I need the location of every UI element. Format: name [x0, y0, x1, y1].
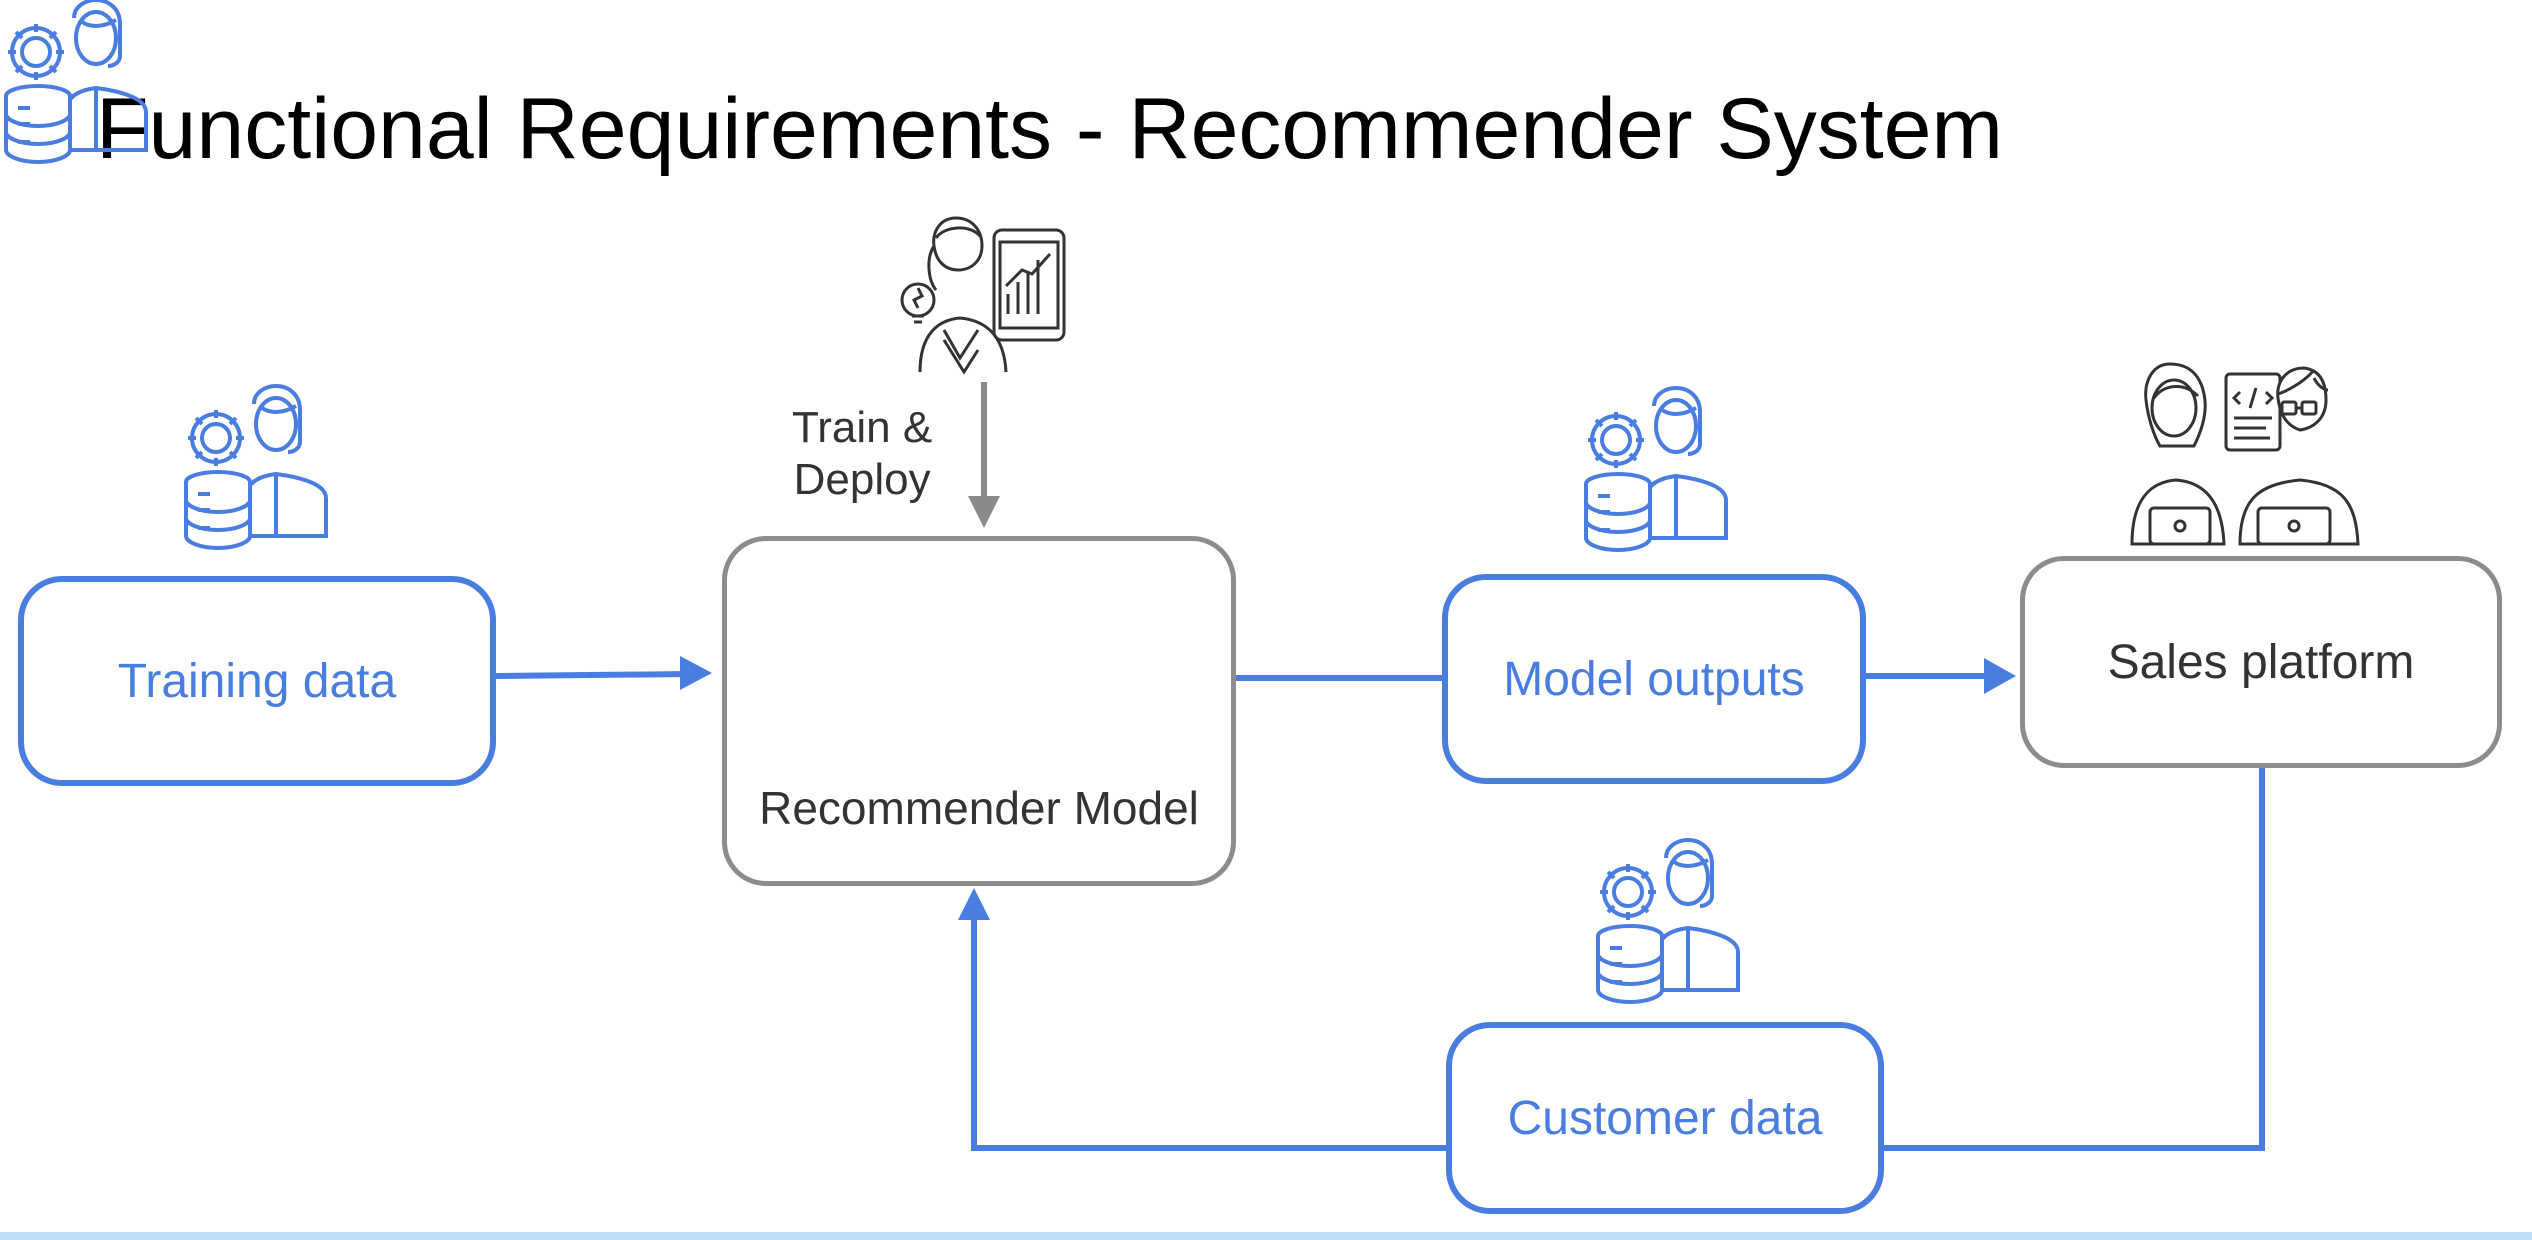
data-scientist-icon: [900, 216, 1066, 375]
node-model-outputs[interactable]: Model outputs: [1442, 574, 1866, 784]
data-engineer-icon: [184, 384, 328, 550]
edge-label-train-deploy-line2: Deploy: [793, 455, 931, 504]
node-sales-platform-label: Sales platform: [2107, 635, 2415, 689]
node-training-data[interactable]: Training data: [18, 576, 496, 786]
data-engineer-icon: [4, 0, 148, 165]
sales-team-icon: [2130, 362, 2360, 546]
data-engineer-icon: [1596, 838, 1740, 1004]
data-engineer-icon: [1584, 386, 1728, 552]
bottom-divider: [0, 1232, 2532, 1240]
edge-customer-to-model: [958, 888, 1448, 1151]
node-customer-data[interactable]: Customer data: [1446, 1022, 1884, 1214]
node-sales-platform[interactable]: Sales platform: [2020, 556, 2502, 768]
node-customer-data-label: Customer data: [1507, 1091, 1823, 1145]
slide-title: Functional Requirements - Recommender Sy…: [96, 81, 2004, 177]
edge-training-to-model: [495, 656, 712, 690]
edge-label-train-deploy-line1: Train &: [792, 403, 933, 452]
edge-label-train-deploy: Train & Deploy: [792, 402, 932, 506]
edge-sales-to-customer: [1884, 768, 2265, 1151]
edge-train-deploy: [968, 382, 1000, 528]
node-recommender-model[interactable]: Recommender Model: [722, 536, 1236, 886]
node-training-data-label: Training data: [117, 654, 397, 708]
node-model-outputs-label: Model outputs: [1503, 652, 1805, 706]
edge-outputs-to-sales: [1864, 658, 2016, 694]
node-recommender-model-label: Recommender Model: [759, 782, 1199, 834]
